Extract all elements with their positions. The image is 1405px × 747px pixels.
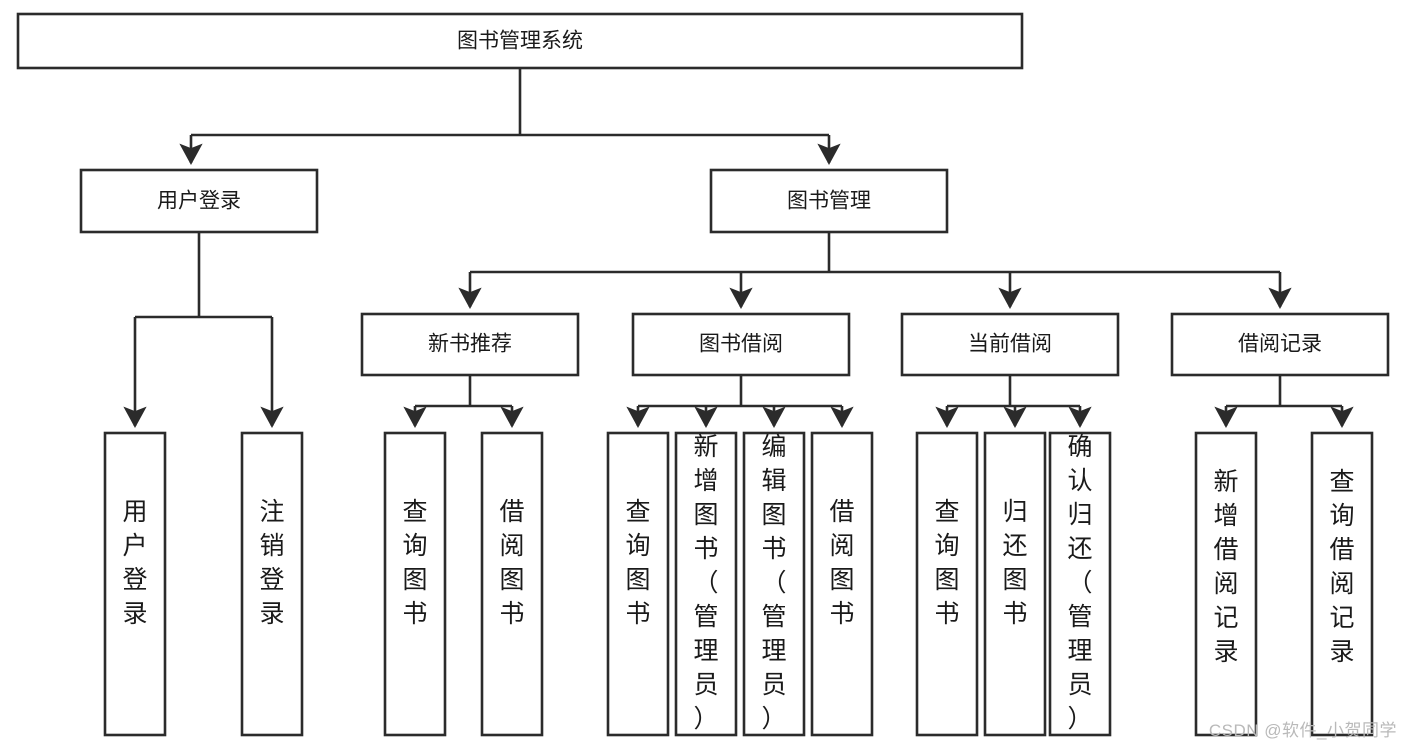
node-borrow-record-label: 借阅记录: [1238, 333, 1322, 356]
leaf-query-book-3[interactable]: 查询图书: [915, 431, 979, 737]
node-new-book-rec-box[interactable]: [360, 312, 580, 377]
leaf-query-book-2[interactable]: 查询图书: [606, 431, 670, 737]
leaf-add-record-label: 新增借阅记录: [1213, 468, 1238, 666]
leaf-query-book-1[interactable]: 查询图书: [383, 431, 447, 737]
leaf-return-book-label: 归还图书: [1002, 498, 1027, 628]
node-book-manage-label: 图书管理: [787, 190, 871, 213]
leaf-borrow-book-1-label: 借阅图书: [499, 498, 524, 628]
leaf-user-logout-label: 注销登录: [259, 498, 284, 628]
node-user-login-box[interactable]: [79, 168, 319, 234]
node-book-manage[interactable]: 图书管理: [709, 168, 949, 234]
node-current-borrow-label: 当前借阅: [968, 333, 1052, 356]
leaf-user-login-box[interactable]: [103, 431, 167, 737]
leaf-borrow-book-2-box[interactable]: [810, 431, 874, 737]
node-new-book-rec-label: 新书推荐: [428, 333, 512, 356]
leaf-query-book-3-label: 查询图书: [934, 498, 959, 628]
leaf-add-record-box[interactable]: [1194, 431, 1258, 737]
csdn-watermark: CSDN @软件_小贺同学: [1208, 721, 1397, 740]
node-borrow-record[interactable]: 借阅记录: [1170, 312, 1390, 377]
leaf-edit-book-label: 编辑图书（管理员）: [761, 433, 786, 733]
leaf-borrow-book-2-label: 借阅图书: [829, 498, 854, 628]
leaf-user-logout-box[interactable]: [240, 431, 304, 737]
node-current-borrow[interactable]: 当前借阅: [900, 312, 1120, 377]
node-book-borrow[interactable]: 图书借阅: [631, 312, 851, 377]
leaf-edit-book-box[interactable]: [742, 431, 806, 737]
node-root-box[interactable]: [16, 12, 1024, 70]
leaf-query-book-2-box[interactable]: [606, 431, 670, 737]
node-book-borrow-box[interactable]: [631, 312, 851, 377]
node-root[interactable]: 图书管理系统: [16, 12, 1024, 70]
node-book-borrow-label: 图书借阅: [699, 333, 783, 356]
leaf-user-logout[interactable]: 注销登录: [240, 431, 304, 737]
node-book-manage-box[interactable]: [709, 168, 949, 234]
leaf-return-book-box[interactable]: [983, 431, 1047, 737]
leaf-query-book-1-label: 查询图书: [402, 498, 427, 628]
leaf-borrow-book-2[interactable]: 借阅图书: [810, 431, 874, 737]
leaf-add-book[interactable]: 新增图书（管理员）: [674, 431, 738, 737]
leaf-query-book-3-box[interactable]: [915, 431, 979, 737]
node-user-login[interactable]: 用户登录: [79, 168, 319, 234]
leaf-query-record[interactable]: 查询借阅记录: [1310, 431, 1374, 737]
leaf-confirm-return-box[interactable]: [1048, 431, 1112, 737]
leaf-user-login[interactable]: 用户登录: [103, 431, 167, 737]
leaf-borrow-book-1[interactable]: 借阅图书: [480, 431, 544, 737]
leaf-confirm-return-label: 确认归还（管理员）: [1067, 433, 1092, 733]
leaf-user-login-label: 用户登录: [122, 498, 147, 628]
node-current-borrow-box[interactable]: [900, 312, 1120, 377]
node-user-login-label: 用户登录: [157, 190, 241, 213]
leaf-return-book[interactable]: 归还图书: [983, 431, 1047, 737]
leaf-confirm-return[interactable]: 确认归还（管理员）: [1048, 431, 1112, 737]
node-root-label: 图书管理系统: [457, 30, 583, 53]
node-borrow-record-box[interactable]: [1170, 312, 1390, 377]
leaf-borrow-book-1-box[interactable]: [480, 431, 544, 737]
leaf-query-record-box[interactable]: [1310, 431, 1374, 737]
leaf-query-book-2-label: 查询图书: [625, 498, 650, 628]
leaf-query-book-1-box[interactable]: [383, 431, 447, 737]
node-new-book-rec[interactable]: 新书推荐: [360, 312, 580, 377]
edge-layer: [123, 68, 1354, 428]
leaf-add-book-box[interactable]: [674, 431, 738, 737]
leaf-add-record[interactable]: 新增借阅记录: [1194, 431, 1258, 737]
leaf-add-book-label: 新增图书（管理员）: [693, 433, 718, 733]
leaf-query-record-label: 查询借阅记录: [1329, 468, 1354, 666]
leaf-edit-book[interactable]: 编辑图书（管理员）: [742, 431, 806, 737]
